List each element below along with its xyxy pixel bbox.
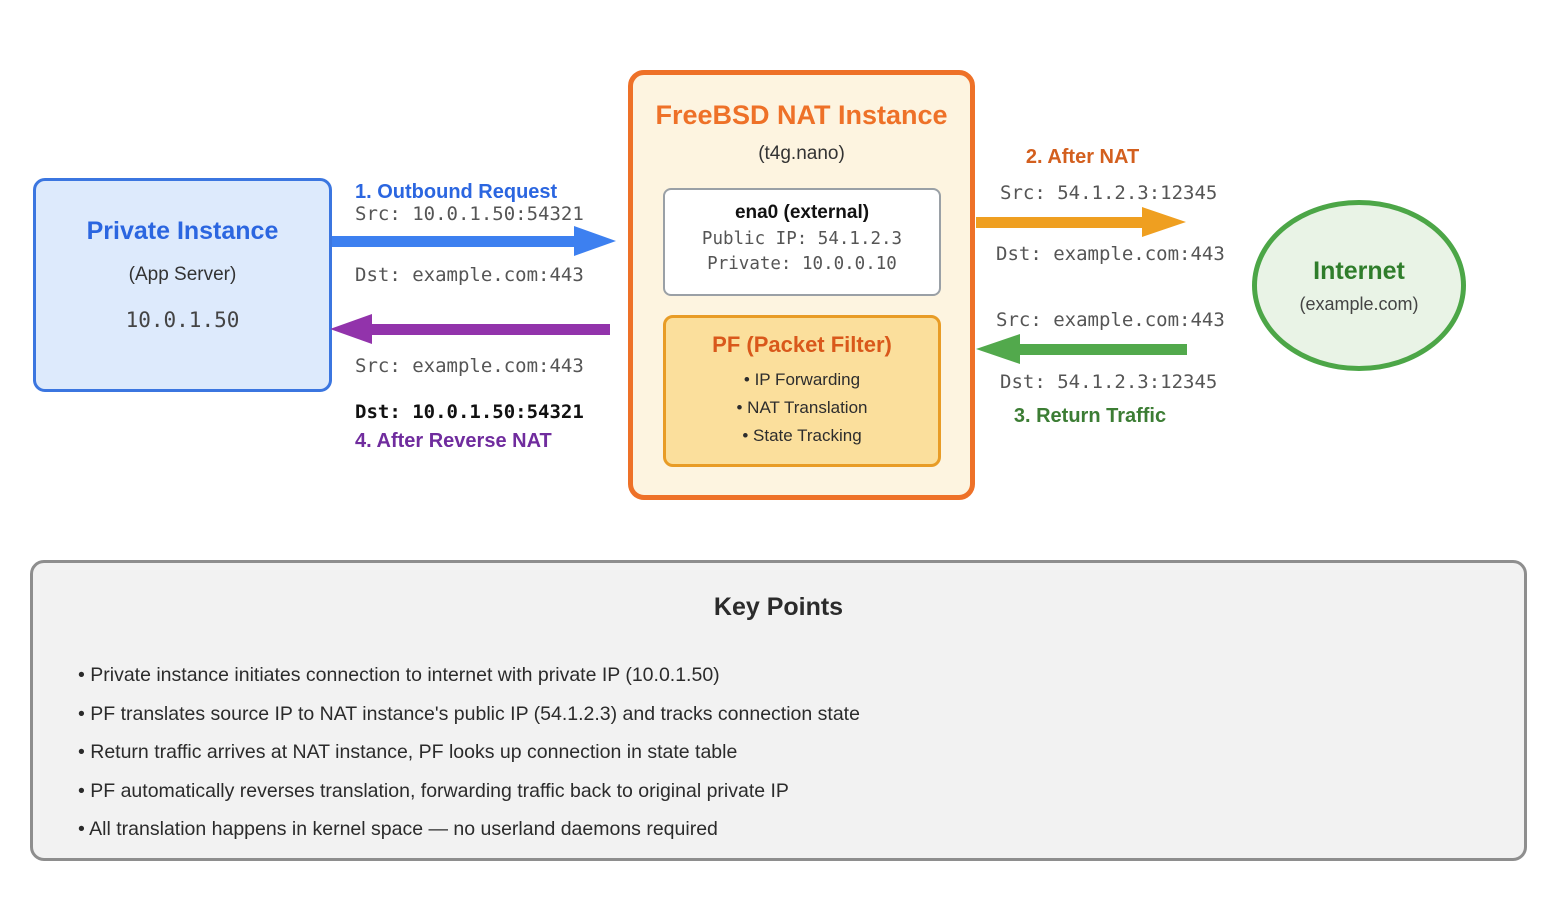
- after-nat-dst: Dst: example.com:443: [996, 243, 1225, 265]
- pf-feature: • IP Forwarding: [743, 370, 861, 389]
- internet-subtitle: (example.com): [1299, 293, 1419, 314]
- pf-feature-list: • IP Forwarding • NAT Translation • Stat…: [666, 366, 938, 450]
- internet-title: Internet: [1313, 256, 1405, 285]
- outbound-flow-label: 1. Outbound Request: [355, 181, 558, 203]
- after-nat-arrow-body: [976, 217, 1142, 228]
- ena0-private-ip: Private: 10.0.0.10: [707, 254, 897, 274]
- ena0-title: ena0 (external): [734, 202, 870, 223]
- nat-instance-title: FreeBSD NAT Instance: [655, 100, 948, 130]
- key-point-item: • PF translates source IP to NAT instanc…: [78, 702, 860, 725]
- key-points-panel: Key Points • Private instance initiates …: [30, 560, 1527, 861]
- private-instance-ip: 10.0.1.50: [125, 308, 240, 332]
- return-src: Src: example.com:443: [996, 309, 1225, 331]
- outbound-src: Src: 10.0.1.50:54321: [355, 203, 584, 225]
- outbound-arrow-head-icon: [574, 226, 616, 256]
- return-arrow-head-icon: [976, 334, 1020, 364]
- pf-packet-filter-box: PF (Packet Filter) • IP Forwarding • NAT…: [663, 315, 941, 467]
- private-instance-subtitle: (App Server): [128, 264, 237, 285]
- key-points-list: • Private instance initiates connection …: [78, 656, 1494, 849]
- pf-feature: • State Tracking: [742, 426, 862, 445]
- reverse-nat-flow-label: 4. After Reverse NAT: [355, 430, 552, 452]
- key-point-item: • Return traffic arrives at NAT instance…: [78, 741, 738, 763]
- return-arrow-body: [1020, 344, 1187, 355]
- reverse-nat-src: Src: example.com:443: [355, 355, 584, 377]
- after-nat-flow-label: 2. After NAT: [1025, 146, 1140, 168]
- ena0-interface-box: ena0 (external) Public IP: 54.1.2.3 Priv…: [663, 188, 941, 296]
- return-dst: Dst: 54.1.2.3:12345: [1000, 371, 1218, 393]
- after-nat-src: Src: 54.1.2.3:12345: [1000, 182, 1218, 204]
- key-points-title: Key Points: [713, 593, 844, 621]
- reverse-nat-dst: Dst: 10.0.1.50:54321: [355, 401, 584, 423]
- nat-instance-subtitle: (t4g.nano): [758, 143, 845, 164]
- reverse-nat-arrow-head-icon: [330, 314, 372, 344]
- outbound-arrow-body: [332, 236, 574, 247]
- pf-title: PF (Packet Filter): [712, 332, 892, 357]
- internet-node: Internet (example.com): [1252, 200, 1466, 371]
- reverse-nat-arrow-body: [372, 324, 610, 335]
- outbound-dst: Dst: example.com:443: [355, 264, 584, 286]
- after-nat-arrow-head-icon: [1142, 207, 1186, 237]
- key-point-item: • PF automatically reverses translation,…: [78, 779, 789, 802]
- ena0-public-ip: Public IP: 54.1.2.3: [701, 229, 903, 249]
- nat-instance-box: FreeBSD NAT Instance (t4g.nano) ena0 (ex…: [628, 70, 975, 500]
- key-point-item: • Private instance initiates connection …: [78, 664, 720, 686]
- return-flow-label: 3. Return Traffic: [1013, 405, 1167, 427]
- private-instance-box: Private Instance (App Server) 10.0.1.50: [33, 178, 332, 392]
- key-point-item: • All translation happens in kernel spac…: [78, 818, 718, 840]
- private-instance-title: Private Instance: [86, 217, 279, 245]
- pf-feature: • NAT Translation: [736, 398, 868, 417]
